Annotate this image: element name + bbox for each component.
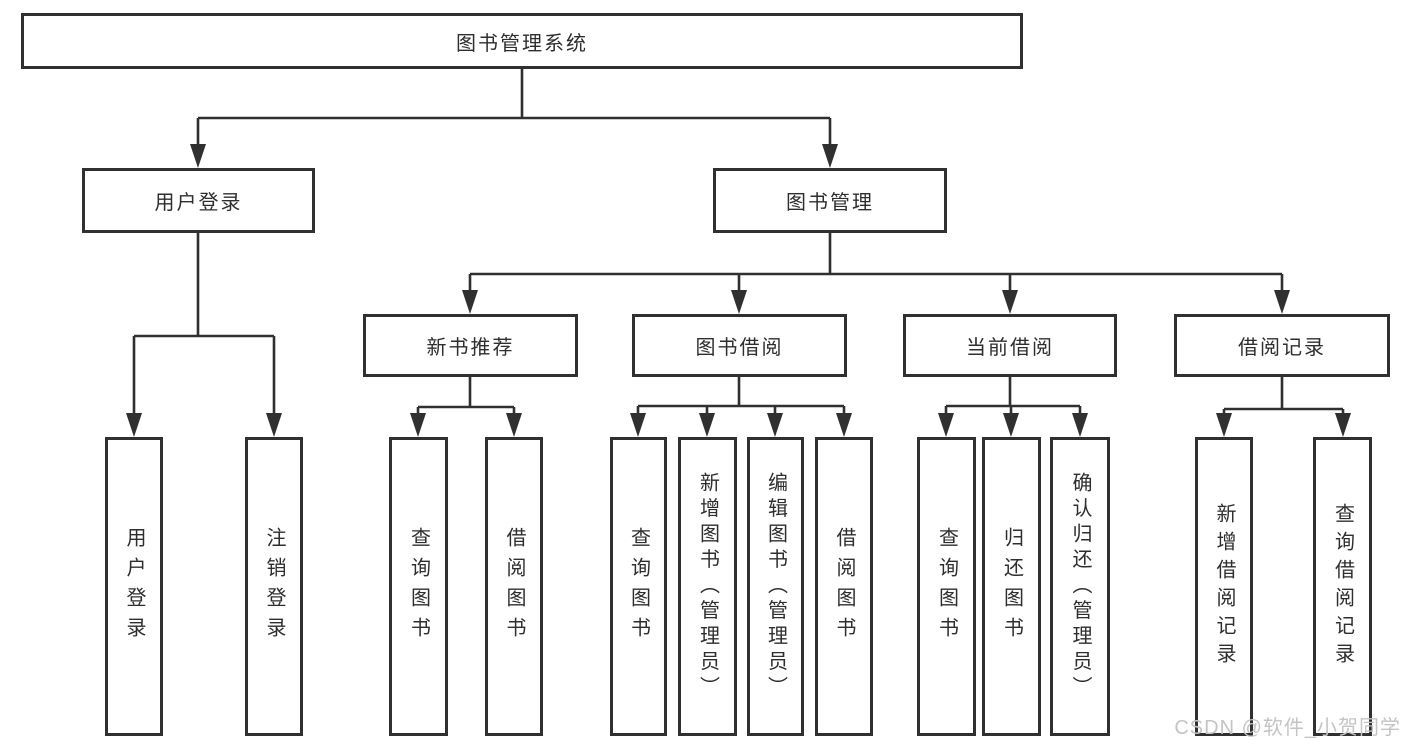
node-label: 当前借阅: [966, 337, 1054, 359]
node-label: 新书推荐: [426, 337, 515, 359]
node-label: 用户登录: [123, 526, 145, 647]
node-leaf-query-borrow-record: 查询借阅记录: [1313, 437, 1372, 736]
connector-user-login-children: [126, 233, 282, 437]
node-leaf-query-books-3: 查询图书: [917, 437, 976, 736]
node-leaf-logout: 注销登录: [245, 437, 303, 736]
connector-book-borrow-children: [630, 377, 852, 437]
connector-borrow-records-children: [1216, 377, 1351, 437]
node-label: 借阅记录: [1238, 337, 1326, 359]
node-label: 图书借阅: [695, 337, 784, 359]
connector-new-book-children: [410, 377, 522, 437]
node-new-book-recommend: 新书推荐: [363, 314, 578, 377]
node-current-borrow: 当前借阅: [903, 314, 1117, 377]
node-label: 借阅图书: [833, 526, 855, 647]
node-leaf-query-books-1: 查询图书: [389, 437, 448, 736]
node-label: 新增图书（管理员）: [696, 471, 719, 702]
node-leaf-query-books-2: 查询图书: [610, 437, 667, 736]
node-leaf-add-books-admin: 新增图书（管理员）: [678, 437, 737, 736]
node-label: 用户登录: [154, 192, 243, 214]
node-book-borrow: 图书借阅: [632, 314, 847, 377]
node-label: 借阅图书: [503, 526, 525, 647]
node-label: 归还图书: [1000, 526, 1023, 647]
node-leaf-confirm-return-admin: 确认归还（管理员）: [1050, 437, 1110, 736]
node-leaf-add-borrow-record: 新增借阅记录: [1195, 437, 1253, 736]
node-label: 图书管理系统: [456, 32, 588, 55]
node-label: 编辑图书（管理员）: [764, 471, 787, 702]
connector-book-management-groups: [462, 233, 1290, 314]
node-label: 查询图书: [407, 526, 430, 647]
node-leaf-borrow-books-1: 借阅图书: [485, 437, 543, 736]
node-label: 注销登录: [263, 526, 285, 647]
node-label: 确认归还（管理员）: [1069, 471, 1091, 702]
node-leaf-borrow-books-2: 借阅图书: [815, 437, 873, 736]
node-leaf-edit-books-admin: 编辑图书（管理员）: [747, 437, 804, 736]
node-label: 图书管理: [786, 192, 874, 214]
node-label: 新增借阅记录: [1213, 502, 1235, 671]
node-leaf-return-books: 归还图书: [982, 437, 1041, 736]
node-leaf-user-login: 用户登录: [105, 437, 163, 736]
node-library-management-system: 图书管理系统: [21, 13, 1023, 69]
node-label: 查询借阅记录: [1331, 502, 1354, 671]
connector-current-borrow-children: [938, 377, 1088, 437]
node-label: 查询图书: [627, 526, 650, 647]
csdn-watermark: CSDN @软件_小贺同学: [1174, 717, 1401, 739]
node-label: 查询图书: [935, 526, 958, 647]
node-borrow-records: 借阅记录: [1174, 314, 1390, 377]
connector-root-to-level2: [190, 68, 838, 168]
node-user-login-branch: 用户登录: [82, 168, 315, 233]
node-book-management-branch: 图书管理: [713, 168, 947, 233]
